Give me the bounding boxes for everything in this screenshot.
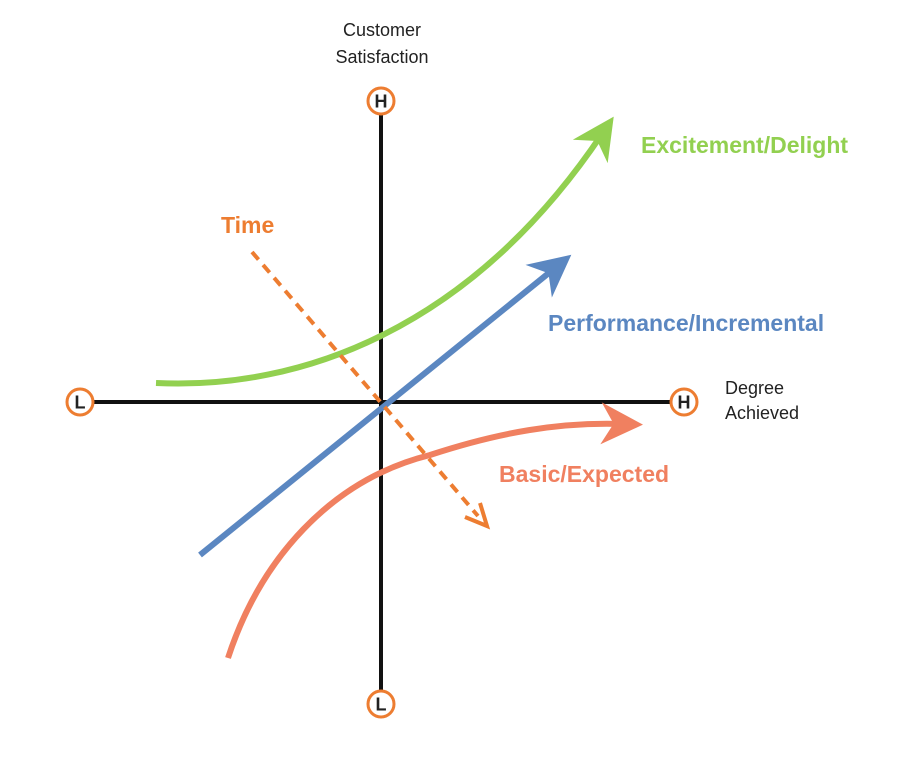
svg-text:H: H [678,393,691,413]
time-arrow-line [250,250,480,518]
x-axis-title-line2: Achieved [725,403,799,423]
y-axis-title-line1: Customer [343,20,421,40]
y-axis-low-marker: L [366,689,396,719]
svg-text:L: L [75,393,86,413]
x-axis-low-marker: L [65,387,95,417]
time-arrow-head [464,502,491,530]
excitement-label: Excitement/Delight [641,132,848,158]
basic-curve [225,402,643,659]
performance-label: Performance/Incremental [548,310,824,336]
time-label: Time [221,212,274,238]
excitement-curve [155,116,614,387]
y-axis-high-marker: H [366,86,396,116]
x-axis-title-line1: Degree [725,378,784,398]
performance-curve [198,254,572,558]
svg-text:H: H [375,92,388,112]
y-axis-title-line2: Satisfaction [335,47,428,67]
svg-text:L: L [376,695,387,715]
basic-label: Basic/Expected [499,461,669,487]
x-axis-high-marker: H [669,387,699,417]
